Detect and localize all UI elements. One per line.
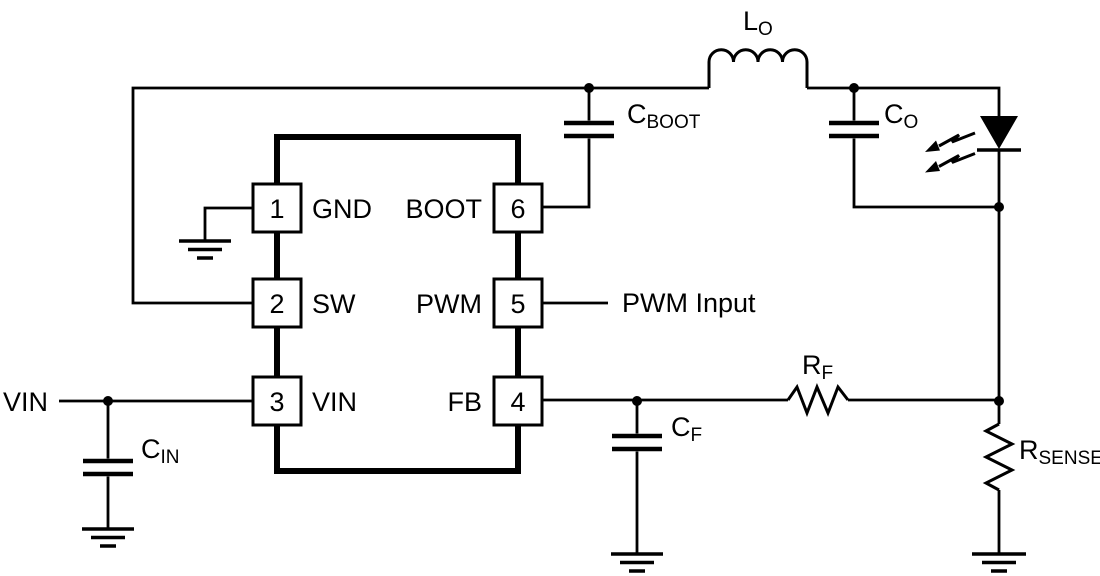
label-cin: CIN — [141, 434, 180, 468]
light-emission-arrow — [925, 152, 976, 173]
label-cf-main: C — [671, 412, 691, 442]
node-dot-cboot — [584, 83, 594, 93]
label-lo-sub: O — [758, 19, 773, 40]
light-emission-arrow — [925, 131, 976, 152]
pin-label-sw: SW — [312, 289, 356, 319]
label-co-main: C — [884, 99, 904, 129]
ground-symbol-gnd-pin — [179, 239, 231, 260]
pin-3-box — [251, 375, 303, 427]
pin-5-number: 5 — [510, 289, 525, 319]
led-triangle — [980, 116, 1018, 149]
node-dot-rsense — [994, 396, 1004, 406]
label-lo: LO — [743, 6, 773, 40]
resistor-rsense — [982, 422, 1016, 492]
label-cf: CF — [671, 412, 702, 446]
ground-symbol-cf — [611, 552, 663, 573]
label-co: CO — [884, 99, 918, 133]
label-vin-input: VIN — [3, 387, 48, 417]
pin-6-number: 6 — [510, 194, 525, 224]
node-dot-cf — [632, 396, 642, 406]
wire-sw-to-top-rail — [131, 86, 709, 305]
label-pwm-input: PWM Input — [622, 288, 756, 318]
pin-5-box — [492, 277, 544, 329]
label-cin-sub: IN — [161, 447, 180, 468]
pin-1-box — [251, 182, 303, 234]
capacitor-cf — [612, 433, 662, 452]
pin-1-number: 1 — [269, 194, 284, 224]
ground-symbol-rsense — [972, 552, 1026, 573]
pin-label-boot: BOOT — [405, 194, 482, 224]
label-rsense-main: R — [1019, 435, 1039, 465]
node-dot-led-cathode — [994, 202, 1004, 212]
pin-label-fb: FB — [447, 387, 482, 417]
arrow-head — [925, 140, 940, 152]
capacitor-co — [829, 120, 879, 139]
label-rf-sub: F — [822, 363, 834, 384]
pin-label-gnd: GND — [312, 194, 372, 224]
ground-symbol-cin — [82, 527, 134, 548]
pin-label-vin: VIN — [312, 387, 357, 417]
label-cboot-sub: BOOT — [647, 112, 701, 133]
label-co-sub: O — [904, 112, 919, 133]
wire-cboot-to-boot-pin — [542, 138, 591, 209]
pin-2-number: 2 — [269, 289, 284, 319]
inductor-lo — [707, 48, 809, 88]
light-emission-arrows — [925, 131, 976, 173]
wire-top-rail-to-led — [807, 86, 1001, 116]
label-lo-main: L — [743, 6, 758, 36]
wire-co-to-led-cathode — [852, 138, 999, 209]
label-rf-main: R — [802, 350, 822, 380]
resistor-rf — [786, 382, 850, 418]
arrow-head — [925, 161, 940, 173]
node-dot-cin — [103, 396, 113, 406]
arrow-zigzag — [938, 152, 976, 168]
label-cf-sub: F — [691, 425, 703, 446]
label-cboot-main: C — [627, 99, 647, 129]
label-rsense: RSENSE — [1019, 435, 1100, 469]
wire-gnd-stub — [203, 206, 253, 240]
label-rf: RF — [802, 350, 833, 384]
pin-6-box — [492, 182, 544, 234]
label-cboot: CBOOT — [627, 99, 701, 133]
node-dot-co — [849, 83, 859, 93]
pin-4-box — [492, 375, 544, 427]
pin-label-pwm: PWM — [416, 289, 482, 319]
capacitor-cboot — [564, 120, 614, 139]
label-rsense-sub: SENSE — [1039, 448, 1100, 469]
led-diode — [925, 116, 1021, 173]
capacitor-cin — [83, 458, 133, 477]
pin-2-box — [251, 277, 303, 329]
pin-3-number: 3 — [269, 387, 284, 417]
label-cin-main: C — [141, 434, 161, 464]
arrow-zigzag — [938, 131, 976, 148]
pin-4-number: 4 — [510, 387, 525, 417]
